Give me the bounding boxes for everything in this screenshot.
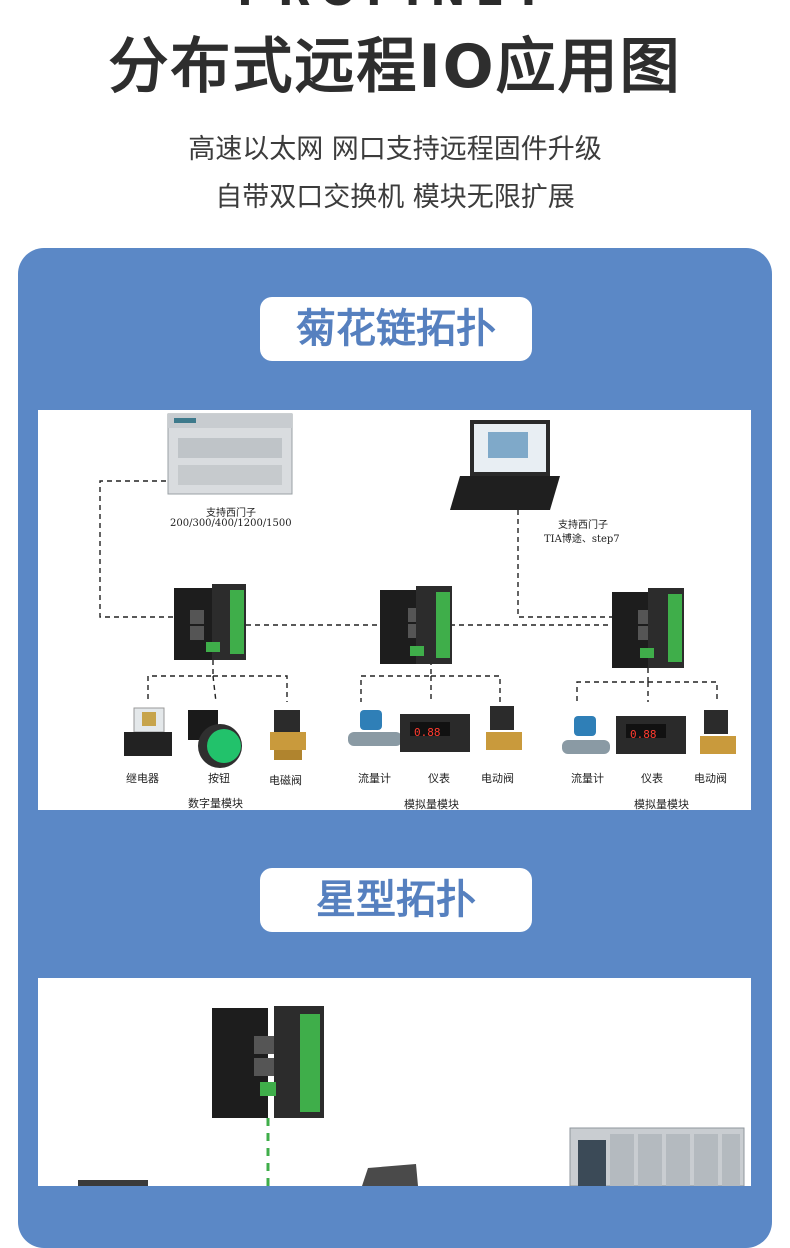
panel-meter-1-icon (400, 714, 470, 752)
siemens-plc-icon (167, 413, 293, 495)
plc-models-label: 200/300/400/1200/1500 (170, 518, 292, 529)
pc-software-label: TIA博途、step7 (544, 534, 620, 545)
motor-valve-2-label: 电动阀 (694, 772, 727, 785)
relay-label: 继电器 (126, 772, 159, 785)
button-label: 按钮 (208, 772, 230, 785)
solenoid-label: 电磁阀 (269, 774, 302, 787)
solenoid-valve-icon (270, 710, 306, 760)
digital-group-label: 数字量模块 (188, 797, 243, 810)
meter-2-label: 仪表 (641, 772, 663, 785)
panel-meter-2-icon (616, 716, 686, 754)
io-module-3-icon (612, 588, 684, 668)
feature-line-1: 高速以太网 网口支持远程固件升级 (188, 134, 602, 165)
motor-valve-1-label: 电动阀 (481, 772, 514, 785)
flowmeter-1-icon (348, 710, 402, 746)
daisy-chain-diagram: 支持西门子 200/300/400/1200/1500 支持西门子 TIA博途、… (38, 410, 751, 811)
page-title: 分布式远程IO应用图 (108, 32, 682, 102)
star-topology-drawing (78, 1006, 745, 1186)
daisy-chain-drawing (99, 413, 736, 768)
daisy-chain-title: 菊花链拓扑 (260, 297, 532, 361)
push-button-icon (188, 710, 242, 768)
plc-support-label: 支持西门子 (206, 508, 256, 519)
analog-group-2-label: 模拟量模块 (634, 798, 689, 811)
cut-off-heading: PROFINET (0, 0, 790, 8)
network-cables (99, 480, 718, 703)
relay-icon (124, 707, 172, 756)
io-module-2-icon (380, 586, 452, 664)
left-device-partial (78, 1180, 148, 1186)
io-module-1-icon (174, 584, 246, 660)
flowmeter-2-label: 流量计 (571, 772, 604, 785)
feature-line-2: 自带双口交换机 模块无限扩展 (215, 182, 575, 213)
flowmeter-2-icon (562, 716, 610, 754)
motor-valve-2-icon (700, 710, 736, 754)
meter-2-display: 0.88 (630, 728, 657, 741)
star-topology-title: 星型拓扑 (260, 868, 532, 932)
motor-valve-1-icon (486, 706, 522, 750)
meter-1-display: 0.88 (414, 726, 441, 739)
switch-device-icon (362, 1164, 418, 1186)
laptop-icon (450, 420, 560, 510)
io-module-main-icon (212, 1006, 324, 1118)
analog-group-1-label: 模拟量模块 (404, 798, 459, 811)
meter-1-label: 仪表 (428, 772, 450, 785)
flowmeter-1-label: 流量计 (358, 772, 391, 785)
pc-support-label: 支持西门子 (558, 520, 608, 531)
star-topology-diagram (38, 978, 751, 1186)
siemens-plc-rack-icon (569, 1127, 745, 1186)
